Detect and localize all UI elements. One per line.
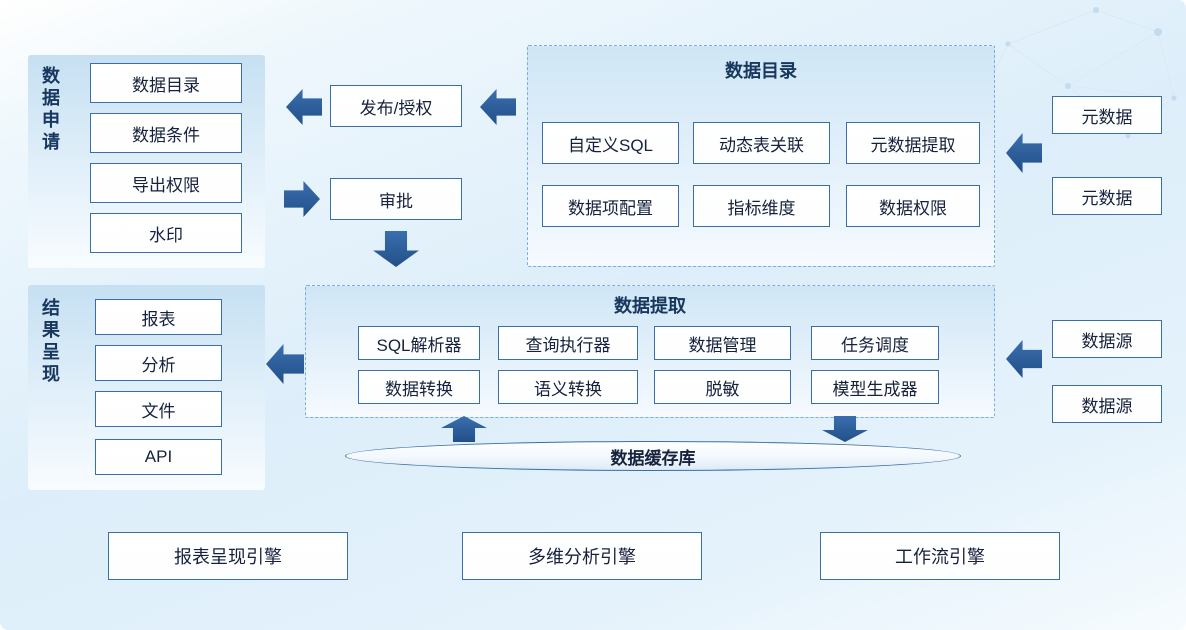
node-olap-engine: 多维分析引擎	[462, 532, 702, 580]
decorative-network-graphic	[972, 7, 1177, 139]
node-datasource-2: 数据源	[1052, 385, 1162, 423]
title-data-extraction: 数据提取	[614, 296, 686, 316]
label-result-presentation: 结果呈现	[40, 298, 60, 386]
node-data-permission: 数据权限	[846, 185, 980, 227]
arrow-publish-to-request	[286, 89, 322, 125]
node-export-permission: 导出权限	[90, 163, 242, 203]
node-data-transform: 数据转换	[358, 370, 480, 404]
node-metadata-1: 元数据	[1052, 96, 1162, 134]
node-report-engine: 报表呈现引擎	[108, 532, 348, 580]
node-data-criteria: 数据条件	[90, 113, 242, 153]
node-api: API	[95, 439, 222, 475]
node-file: 文件	[95, 391, 222, 427]
node-data-directory: 数据目录	[90, 63, 242, 103]
node-metadata-extraction: 元数据提取	[846, 122, 980, 164]
node-publish-authorize: 发布/授权	[330, 85, 462, 127]
node-data-item-config: 数据项配置	[542, 185, 679, 227]
node-model-generator: 模型生成器	[811, 370, 939, 404]
node-semantic-transform: 语义转换	[498, 370, 638, 404]
node-task-scheduler: 任务调度	[811, 326, 939, 360]
node-metadata-2: 元数据	[1052, 177, 1162, 215]
node-data-cache: 数据缓存库	[345, 441, 961, 471]
arrow-datasource-to-extraction	[1006, 340, 1042, 378]
node-sql-parser: SQL解析器	[358, 326, 480, 360]
node-indicator-dimension: 指标维度	[693, 185, 830, 227]
node-analysis: 分析	[95, 345, 222, 381]
node-watermark: 水印	[90, 213, 242, 253]
arrow-catalog-to-publish	[480, 89, 516, 125]
arrow-extraction-to-cache	[822, 416, 868, 442]
node-data-masking: 脱敏	[654, 370, 791, 404]
node-data-management: 数据管理	[654, 326, 791, 360]
label-data-request: 数据申请	[40, 66, 60, 154]
arrow-request-to-approval	[284, 181, 320, 217]
node-approval: 审批	[330, 178, 462, 220]
arrow-cache-to-extraction	[441, 416, 487, 442]
node-workflow-engine: 工作流引擎	[820, 532, 1060, 580]
node-query-executor: 查询执行器	[498, 326, 638, 360]
node-dynamic-table-join: 动态表关联	[693, 122, 830, 164]
title-data-catalog: 数据目录	[725, 61, 797, 81]
arrow-extraction-to-result	[266, 344, 304, 384]
node-custom-sql: 自定义SQL	[542, 122, 679, 164]
arrow-approval-to-extraction	[373, 231, 419, 267]
node-report: 报表	[95, 299, 222, 335]
node-datasource-1: 数据源	[1052, 320, 1162, 358]
